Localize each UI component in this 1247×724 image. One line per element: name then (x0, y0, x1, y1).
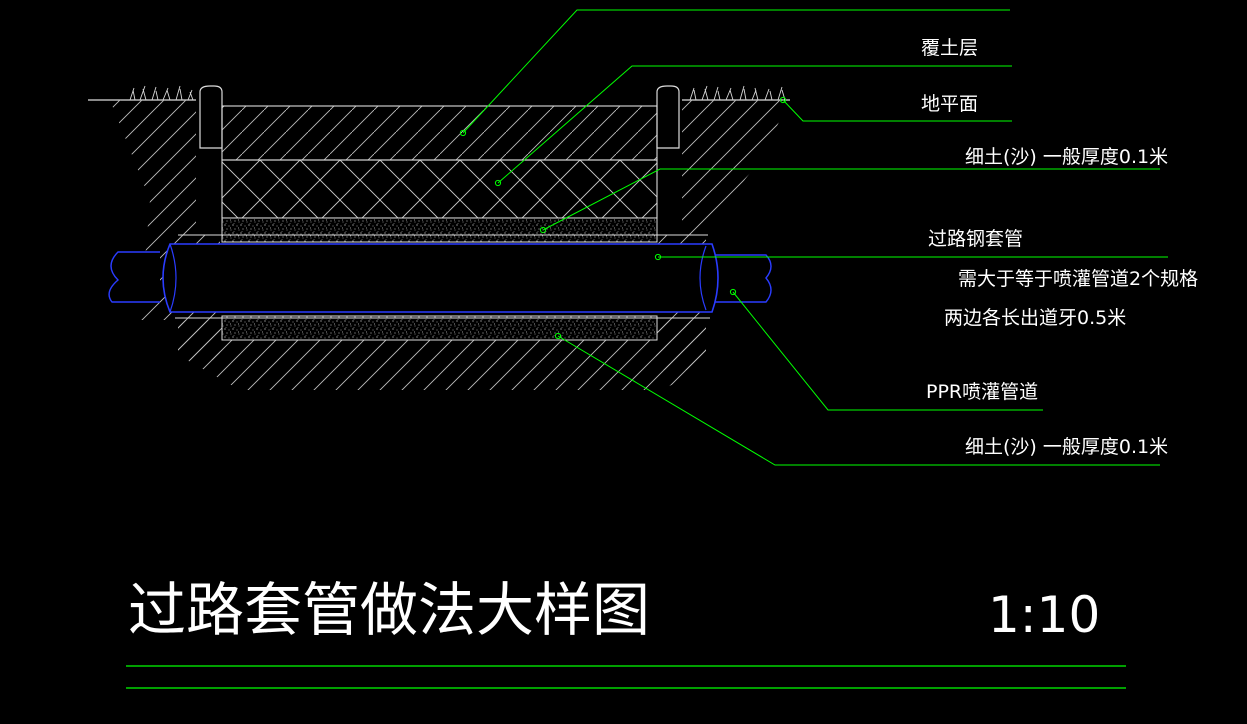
leader-fine-soil-bottom (557, 335, 1160, 466)
sleeve-end-right (699, 245, 707, 311)
ppr-pipe-left (108, 251, 160, 303)
road-surface-layer (221, 105, 658, 161)
leader-ppr (732, 291, 1043, 411)
label-fine-soil-bottom: 细土(沙) 一般厚度0.1米 (965, 436, 1168, 458)
leaders (462, 9, 1168, 466)
leader-road-surface (462, 9, 1010, 134)
sleeve-end-left (169, 243, 177, 313)
drawing-scale: 1:10 (988, 586, 1100, 644)
ppr-pipe-right (712, 254, 772, 303)
leader-cover-soil (497, 65, 1012, 184)
grass-right (689, 85, 786, 101)
drawing-title: 过路套管做法大样图 (128, 576, 650, 644)
label-sleeve-note-2: 两边各长出道牙0.5米 (944, 307, 1126, 329)
curb-right (656, 85, 680, 149)
fine-sand-bottom (221, 315, 658, 341)
leader-ground (782, 99, 1012, 122)
curb-left (199, 85, 223, 149)
leader-fine-soil-top (542, 168, 1160, 231)
grass-left (129, 85, 194, 101)
pipes (108, 243, 772, 313)
fine-sand-top (221, 217, 658, 243)
label-sleeve-note-1: 需大于等于喷灌管道2个规格 (958, 268, 1198, 290)
label-ground: 地平面 (921, 93, 978, 115)
ground-section (88, 85, 790, 390)
label-fine-soil-top: 细土(沙) 一般厚度0.1米 (965, 146, 1168, 168)
steel-sleeve (162, 243, 719, 313)
leader-dots (459, 96, 787, 340)
label-ppr-pipe: PPR喷灌管道 (926, 381, 1038, 403)
cover-soil-layer (221, 159, 658, 219)
label-cover-soil: 覆土层 (921, 37, 978, 59)
label-sleeve: 过路钢套管 (928, 228, 1023, 250)
